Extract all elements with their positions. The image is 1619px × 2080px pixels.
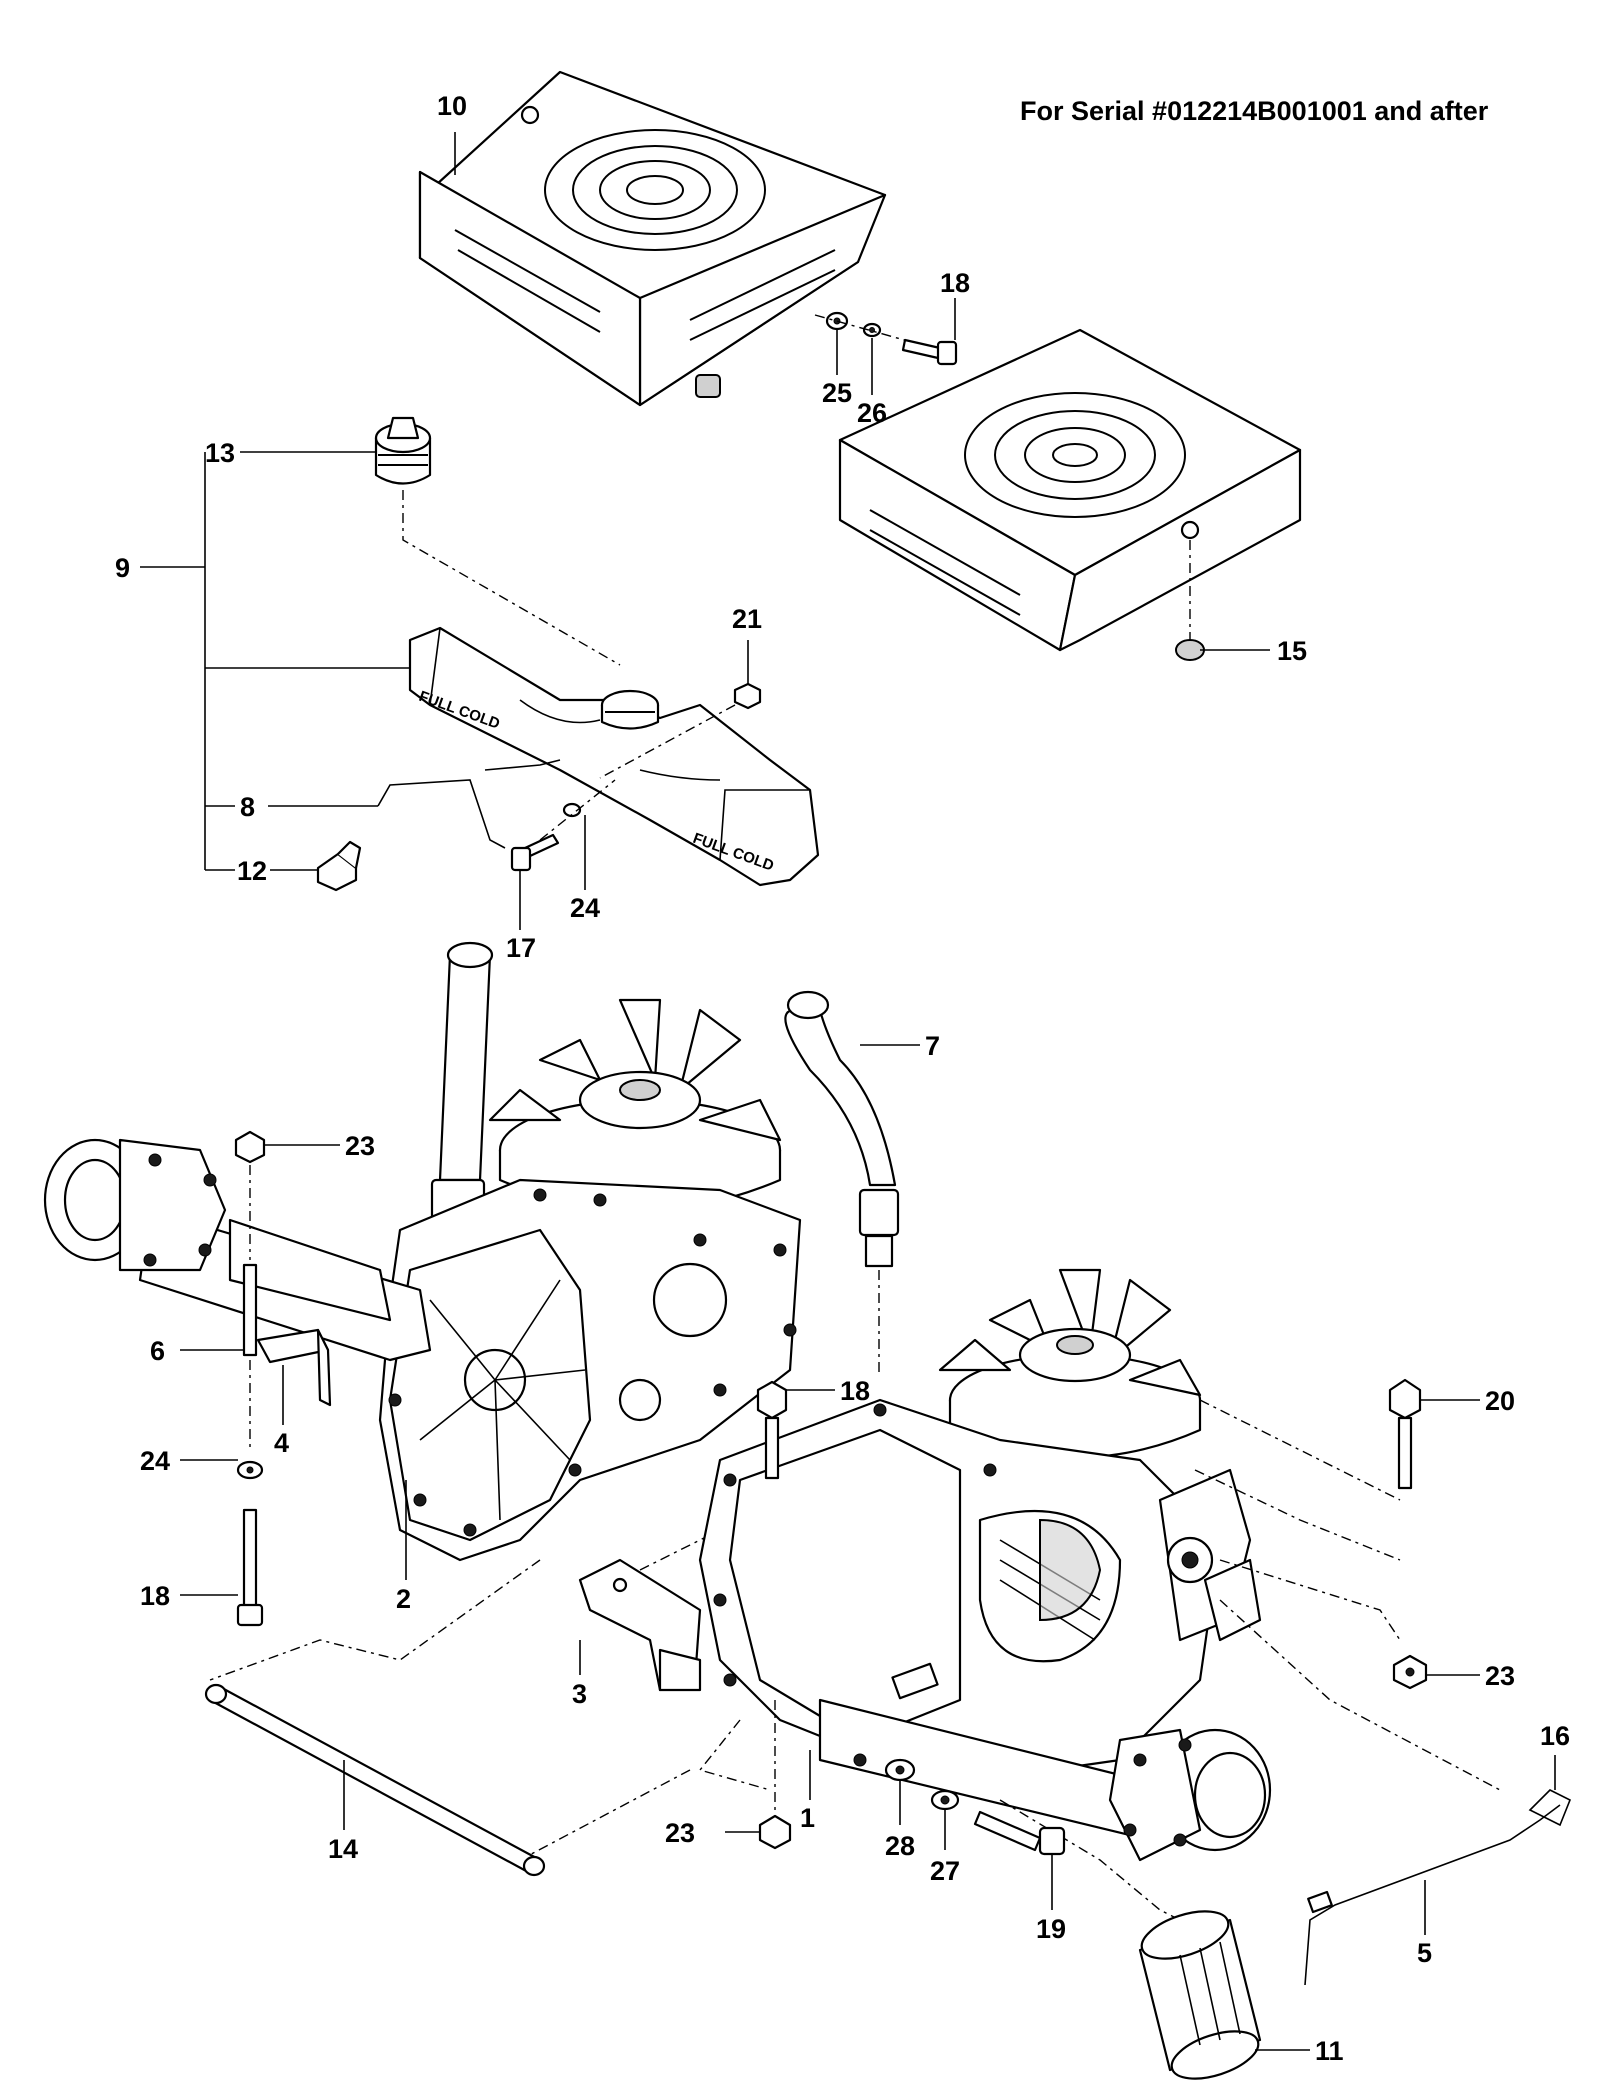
transmission-left xyxy=(43,941,802,1861)
transmission-right xyxy=(698,1268,1501,1941)
bracket-3 xyxy=(578,1519,741,1692)
callout-23-left: 23 xyxy=(345,1131,375,1161)
callout-16: 16 xyxy=(1540,1721,1570,1751)
callout-6: 6 xyxy=(150,1336,165,1366)
callout-13: 13 xyxy=(205,438,235,468)
callout-4: 4 xyxy=(274,1428,289,1458)
callout-28: 28 xyxy=(885,1831,915,1861)
callout-5: 5 xyxy=(1417,1938,1432,1968)
nut-23-lower xyxy=(758,1700,792,1850)
hose-7 xyxy=(784,990,900,1375)
callout-17: 17 xyxy=(506,933,536,963)
callout-23-lower: 23 xyxy=(665,1818,695,1848)
leader-lines xyxy=(140,132,1556,2051)
grommet-15 xyxy=(1175,639,1205,661)
callout-20: 19 xyxy=(1036,1914,1066,1944)
callout-12: 12 xyxy=(237,856,267,886)
serial-note: For Serial #012214B001001 and after xyxy=(1020,96,1489,126)
callout-19: 18 xyxy=(140,1581,170,1611)
callout-10: 10 xyxy=(437,91,467,121)
washers-28-25 xyxy=(884,1758,960,1811)
fan-shroud-upper xyxy=(418,70,887,407)
callout-2: 2 xyxy=(396,1584,411,1614)
upper-hardware xyxy=(814,311,958,366)
callout-21: 20 xyxy=(1485,1386,1515,1416)
reservoir-tank: FULL COLD FULL COLD xyxy=(408,626,820,887)
callout-25: 27 xyxy=(930,1856,960,1886)
bolt-21 xyxy=(1388,1378,1422,1490)
callout-24-upper: 25 xyxy=(822,378,852,408)
callout-15: 15 xyxy=(1277,636,1307,666)
callout-3: 3 xyxy=(572,1679,587,1709)
oil-filter xyxy=(1138,1910,1262,2080)
callout-26: 26 xyxy=(857,398,887,428)
callout-24-left: 24 xyxy=(140,1446,170,1476)
control-rod xyxy=(1304,1789,1572,1986)
callout-27: 24 xyxy=(570,893,600,923)
callout-23-right: 23 xyxy=(1485,1661,1515,1691)
crossbar-14 xyxy=(204,1683,546,1877)
bolt-20 xyxy=(973,1810,1066,1856)
callout-18-upper: 18 xyxy=(940,268,970,298)
callout-7: 7 xyxy=(925,1031,940,1061)
nut-23-right xyxy=(1392,1654,1428,1690)
callout-9: 9 xyxy=(115,553,130,583)
callout-labels: 10 25 26 18 13 9 8 12 21 15 17 24 7 23 6… xyxy=(115,91,1570,2066)
callout-1: 1 xyxy=(800,1803,815,1833)
reservoir-cap xyxy=(374,416,621,666)
bolt-18-lower xyxy=(756,1380,788,1480)
callout-18-lower: 18 xyxy=(840,1376,870,1406)
fan-shroud-right xyxy=(838,328,1302,652)
callout-14: 14 xyxy=(328,1834,358,1864)
reservoir-hardware xyxy=(510,682,762,872)
callout-8: 8 xyxy=(240,792,255,822)
callout-11: 11 xyxy=(1315,2036,1344,2066)
breather-hose xyxy=(316,759,561,892)
callout-22: 21 xyxy=(732,604,762,634)
